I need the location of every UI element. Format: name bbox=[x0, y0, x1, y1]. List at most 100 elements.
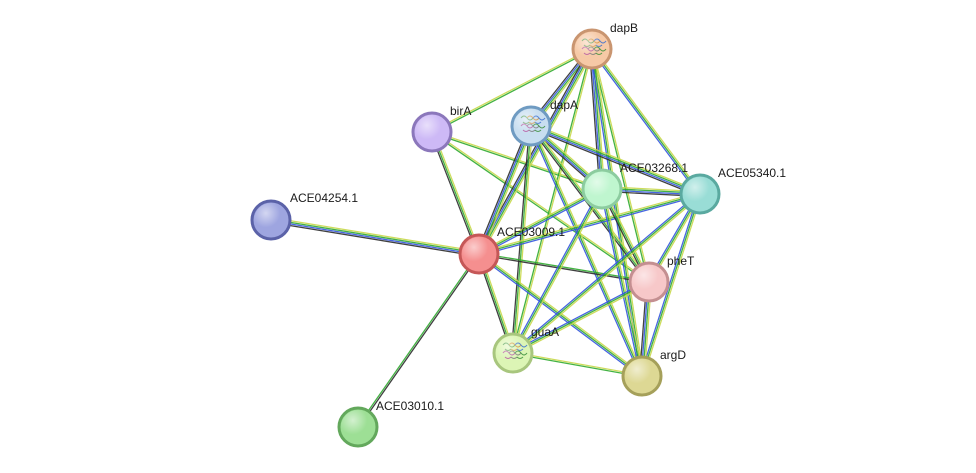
edge-evidence-line bbox=[432, 130, 603, 189]
edge-evidence-line bbox=[530, 126, 700, 196]
edge-evidence-line bbox=[599, 189, 642, 377]
edge-evidence-line bbox=[512, 193, 701, 354]
node-label: ACE03268.1 bbox=[620, 161, 688, 175]
edge-evidence-line bbox=[477, 187, 602, 254]
edge-evidence-line bbox=[356, 253, 479, 427]
edge-evidence-line bbox=[591, 48, 701, 195]
edge-evidence-line bbox=[513, 282, 651, 355]
node-highlight bbox=[625, 359, 659, 393]
edge-birA-pheT[interactable] bbox=[431, 130, 650, 284]
node-label: guaA bbox=[531, 325, 559, 339]
edge-evidence-line bbox=[478, 191, 700, 254]
edge-birA-ACE03009.1[interactable] bbox=[429, 131, 482, 255]
edge-evidence-line bbox=[602, 188, 645, 376]
node-highlight bbox=[496, 336, 530, 370]
node-ACE04254.1[interactable]: ACE04254.1 bbox=[250, 191, 358, 241]
edge-evidence-line bbox=[531, 125, 645, 376]
edge-evidence-line bbox=[511, 192, 700, 353]
edge-layer bbox=[270, 47, 703, 428]
node-highlight bbox=[514, 109, 548, 143]
edge-dapA-ACE03009.1[interactable] bbox=[476, 124, 534, 256]
edge-evidence-line bbox=[512, 125, 532, 354]
edge-evidence-line bbox=[271, 216, 480, 253]
edge-evidence-line bbox=[477, 48, 592, 254]
node-label: ACE04254.1 bbox=[290, 191, 358, 205]
edge-evidence-line bbox=[513, 189, 604, 355]
edge-evidence-line bbox=[639, 193, 700, 376]
node-layer: dapB dapA birA ACE03268.1 ACE05340.1ACE04254… bbox=[250, 21, 786, 448]
edge-dapA-ACE05340.1[interactable] bbox=[529, 123, 702, 197]
edge-dapB-guaA[interactable] bbox=[511, 48, 594, 354]
node-label: argD bbox=[660, 348, 686, 362]
edge-ACE03009.1-ACE03268.1[interactable] bbox=[477, 187, 604, 256]
edge-evidence-line bbox=[531, 123, 702, 193]
edge-ACE05340.1-argD[interactable] bbox=[639, 193, 703, 377]
edge-evidence-line bbox=[477, 125, 531, 254]
edge-evidence-line bbox=[588, 49, 601, 190]
node-ACE05340.1[interactable]: ACE05340.1 bbox=[679, 166, 786, 215]
edge-dapB-ACE05340.1[interactable] bbox=[590, 47, 702, 196]
node-birA[interactable]: birA bbox=[411, 104, 471, 153]
edge-evidence-line bbox=[512, 353, 642, 378]
node-label: ACE03009.1 bbox=[497, 225, 565, 239]
node-label: dapB bbox=[610, 21, 638, 35]
edge-evidence-line bbox=[479, 189, 604, 256]
edge-evidence-line bbox=[271, 218, 480, 254]
edge-guaA-argD[interactable] bbox=[512, 351, 643, 378]
node-highlight bbox=[683, 177, 717, 211]
edge-ACE03268.1-argD[interactable] bbox=[599, 188, 645, 377]
edge-birA-dapB[interactable] bbox=[431, 47, 593, 134]
node-dapB[interactable]: dapB bbox=[571, 21, 638, 70]
edge-evidence-line bbox=[510, 125, 531, 353]
edge-evidence-line bbox=[512, 281, 650, 354]
edge-ACE04254.1-ACE03009.1[interactable] bbox=[270, 216, 480, 258]
node-ACE03009.1[interactable]: ACE03009.1 bbox=[458, 225, 565, 275]
node-highlight bbox=[254, 203, 288, 237]
node-highlight bbox=[575, 32, 609, 66]
edge-evidence-line bbox=[513, 194, 702, 355]
edge-evidence-line bbox=[601, 188, 643, 377]
node-label: ACE05340.1 bbox=[718, 166, 786, 180]
edge-evidence-line bbox=[531, 124, 701, 194]
edge-evidence-line bbox=[511, 187, 602, 353]
edge-ACE05340.1-guaA[interactable] bbox=[511, 192, 702, 355]
edge-ACE03268.1-guaA[interactable] bbox=[511, 187, 604, 355]
node-highlight bbox=[632, 265, 666, 299]
edge-ACE03010.1-ACE03009.1[interactable] bbox=[356, 253, 481, 428]
edge-evidence-line bbox=[431, 131, 480, 255]
edge-evidence-line bbox=[642, 194, 703, 377]
edge-evidence-line bbox=[641, 193, 701, 377]
node-label: ACE03010.1 bbox=[376, 399, 444, 413]
edge-dapA-argD[interactable] bbox=[528, 125, 645, 377]
node-dapA[interactable]: dapA bbox=[510, 98, 578, 147]
edge-evidence-line bbox=[528, 126, 642, 377]
edge-evidence-line bbox=[590, 49, 602, 190]
node-highlight bbox=[341, 410, 375, 444]
edge-pheT-guaA[interactable] bbox=[511, 280, 651, 355]
edge-evidence-line bbox=[478, 193, 701, 255]
edge-evidence-line bbox=[479, 126, 533, 255]
edge-evidence-line bbox=[476, 124, 530, 254]
edge-evidence-line bbox=[270, 221, 479, 258]
edge-evidence-line bbox=[480, 126, 534, 256]
node-pheT[interactable]: pheT bbox=[628, 254, 695, 303]
edge-evidence-line bbox=[592, 47, 702, 194]
edge-evidence-line bbox=[590, 49, 700, 196]
edge-evidence-line bbox=[358, 254, 481, 428]
node-ACE03010.1[interactable]: ACE03010.1 bbox=[337, 399, 444, 448]
edge-evidence-line bbox=[479, 49, 594, 255]
edge-evidence-line bbox=[478, 188, 603, 255]
edge-evidence-line bbox=[432, 131, 482, 254]
edge-evidence-line bbox=[591, 48, 643, 377]
node-guaA[interactable]: guaA bbox=[492, 325, 559, 374]
node-ACE03268.1[interactable]: ACE03268.1 bbox=[581, 161, 688, 210]
node-argD[interactable]: argD bbox=[621, 348, 686, 397]
node-highlight bbox=[415, 115, 449, 149]
edge-evidence-line bbox=[431, 132, 649, 284]
node-highlight bbox=[585, 172, 619, 206]
edge-ACE03009.1-ACE05340.1[interactable] bbox=[478, 191, 701, 257]
edge-evidence-line bbox=[592, 48, 645, 376]
edge-evidence-line bbox=[513, 351, 643, 376]
edge-evidence-line bbox=[431, 47, 592, 132]
